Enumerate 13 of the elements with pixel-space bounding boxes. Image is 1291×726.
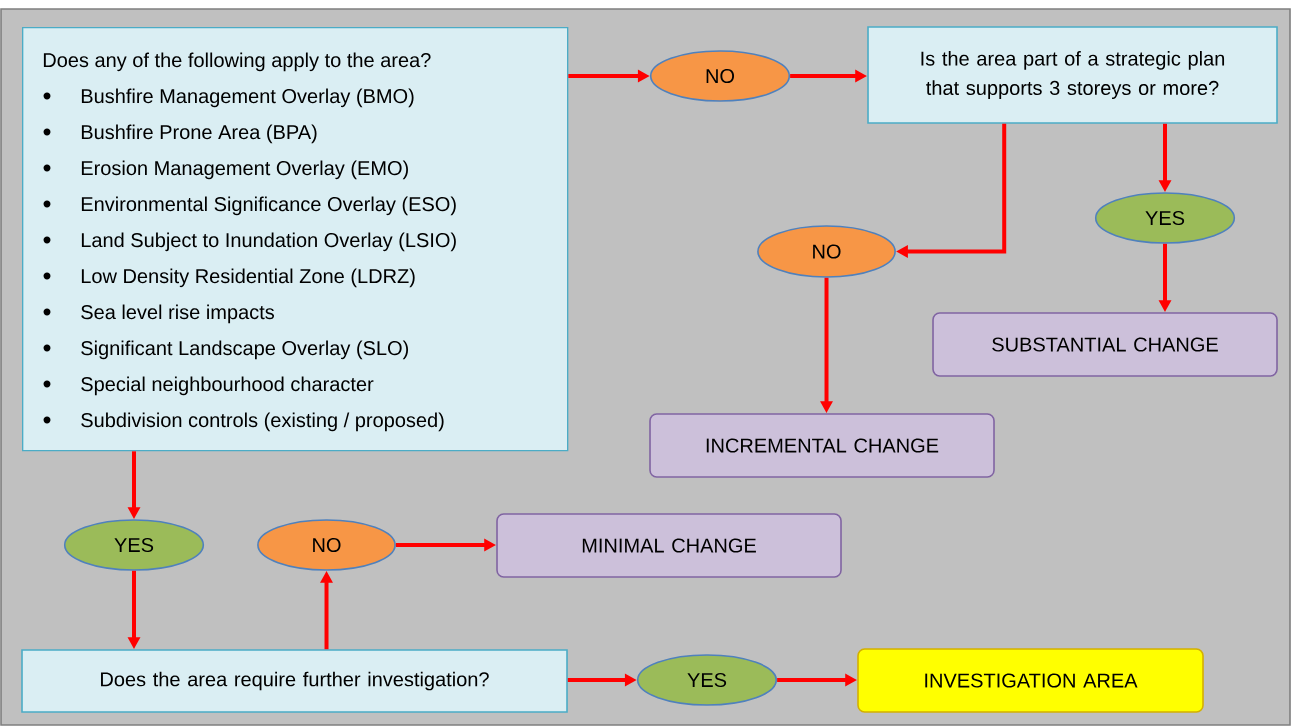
decision-oval: NO	[757, 225, 896, 278]
outcome-box: INCREMENTAL CHANGE	[649, 413, 995, 478]
outcome-box: SUBSTANTIAL CHANGE	[932, 312, 1278, 377]
decision-oval: NO	[257, 519, 396, 571]
question-box: Is the area part of a strategic plan that supports 3 storeys or more?	[867, 26, 1278, 124]
decision-oval: NO	[649, 50, 791, 102]
outcome-box: INVESTIGATION AREA	[857, 648, 1204, 713]
question-box: Does any of the following apply to the area? Bushfire Management Overlay (BMO) Bushfire Prone Area (BPA) Erosion Management Overlay (EMO) Environmental Significance Overlay (ESO) Land Subject to Inundation Overlay (LSIO) Low Density Residential Zone (LDRZ) Sea level rise impacts Significant Landscape Overlay (SLO) Special neighbourhood character Subdivision controls (existing / proposed)	[22, 27, 569, 452]
question-box: Does the area require further investigation?	[21, 649, 568, 713]
decision-oval: YES	[63, 519, 205, 571]
decision-oval: YES	[636, 654, 778, 706]
outcome-box: MINIMAL CHANGE	[496, 513, 842, 578]
decision-oval: YES	[1094, 192, 1236, 244]
